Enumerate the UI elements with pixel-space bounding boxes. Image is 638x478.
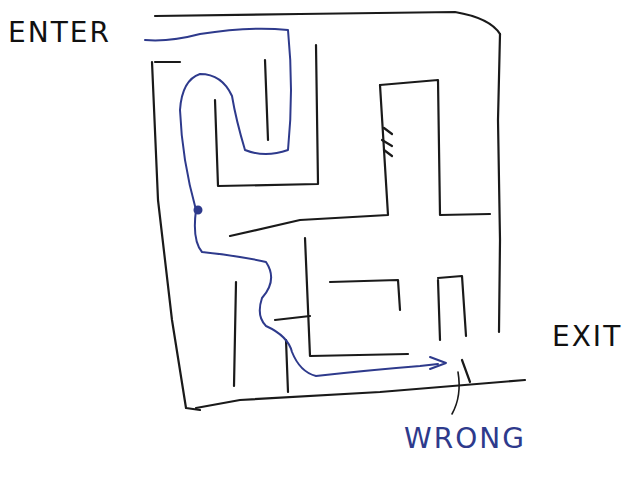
maze-wall [286, 340, 288, 392]
maze-wall [265, 60, 268, 140]
maze-wall [330, 280, 400, 310]
maze-label: ENTER [8, 18, 111, 49]
maze-wall [196, 380, 525, 408]
maze-wall [234, 282, 236, 386]
maze-walls [152, 12, 525, 410]
maze-wall [155, 12, 500, 34]
maze-wall [275, 316, 310, 320]
maze-wall [155, 61, 180, 63]
maze-wall [438, 276, 466, 336]
maze-label: EXIT [552, 322, 622, 353]
maze-wall [215, 45, 318, 186]
maze-wall [230, 85, 388, 236]
solution-path [145, 29, 446, 376]
maze-wall [498, 34, 500, 332]
maze-wall [305, 238, 408, 356]
maze-wall [438, 280, 440, 340]
scribble-mark [382, 128, 392, 156]
maze-wall [462, 360, 470, 382]
leader-line [452, 372, 459, 414]
maze-wall [380, 80, 490, 215]
path-arrowhead [430, 357, 446, 369]
maze-label: WRONG [404, 424, 526, 455]
path-line [145, 29, 438, 376]
maze-wall [152, 62, 200, 410]
path-dot [195, 207, 202, 214]
